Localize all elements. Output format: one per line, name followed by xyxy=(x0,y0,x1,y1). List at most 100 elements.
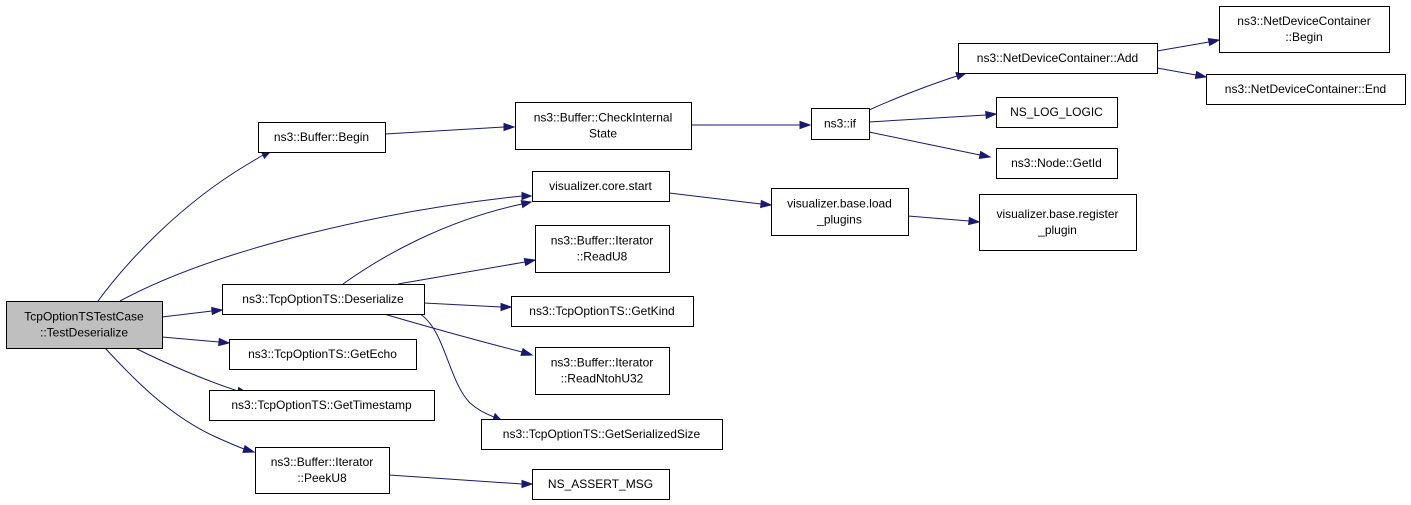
edge-line xyxy=(397,261,526,285)
node-ns-assert[interactable]: NS_ASSERT_MSG xyxy=(532,469,670,500)
node-label: ns3::Node::GetId xyxy=(1011,156,1102,170)
arrowhead-icon xyxy=(985,110,998,120)
node-box[interactable] xyxy=(771,188,909,236)
arrowhead-icon xyxy=(218,337,231,347)
node-label: NS_ASSERT_MSG xyxy=(548,477,653,491)
arrowhead-icon xyxy=(242,444,256,453)
node-label: visualizer.core.start xyxy=(549,179,652,193)
arrowhead-icon xyxy=(520,199,533,209)
node-viz-load[interactable]: visualizer.base.load _plugins xyxy=(771,188,909,236)
node-box[interactable] xyxy=(958,43,1158,74)
edge-line xyxy=(668,192,762,205)
node-label: _plugins xyxy=(816,213,862,227)
node-viz-register[interactable]: visualizer.base.register_plugin xyxy=(979,194,1137,251)
edge-ndc_add-to-ndc_begin xyxy=(1156,37,1221,52)
node-deserialize[interactable]: ns3::TcpOptionTS::Deserialize xyxy=(222,284,425,315)
node-ndc-end[interactable]: ns3::NetDeviceContainer::End xyxy=(1206,74,1406,105)
node-box[interactable] xyxy=(996,97,1118,128)
edge-root-to-viz_start xyxy=(119,191,533,302)
edge-ns3_if-to-ndc_add xyxy=(868,72,968,111)
node-box[interactable] xyxy=(532,469,670,500)
node-box[interactable] xyxy=(258,122,386,153)
node-label: ns3::TcpOptionTS::GetKind xyxy=(529,304,674,318)
node-label: visualizer.base.load xyxy=(787,197,892,211)
node-label: ns3::Buffer::Iterator xyxy=(271,455,374,469)
edge-line xyxy=(868,131,981,156)
arrowhead-icon xyxy=(521,479,534,489)
node-box[interactable] xyxy=(515,102,692,150)
node-label: ns3::NetDeviceContainer::End xyxy=(1225,82,1386,96)
node-label: ns3::TcpOptionTS::GetEcho xyxy=(248,347,397,361)
arrowhead-icon xyxy=(523,257,537,267)
node-box[interactable] xyxy=(481,419,723,450)
node-ns-log-logic[interactable]: NS_LOG_LOGIC xyxy=(996,97,1118,128)
edge-deserialize-to-readu8 xyxy=(397,257,537,285)
arrowhead-icon xyxy=(760,199,773,209)
nodes-layer: TcpOptionTSTestCase::TestDeserializens3:… xyxy=(6,6,1406,500)
edge-root-to-peeku8 xyxy=(104,347,256,453)
node-label: ns3::NetDeviceContainer::Add xyxy=(977,51,1138,65)
node-label: State xyxy=(589,127,617,141)
arrowhead-icon xyxy=(520,347,534,356)
node-label: ::TestDeserialize xyxy=(40,326,128,340)
node-ndc-add[interactable]: ns3::NetDeviceContainer::Add xyxy=(958,43,1158,74)
node-getkind[interactable]: ns3::TcpOptionTS::GetKind xyxy=(511,296,694,327)
edge-deserialize-to-viz_start xyxy=(342,199,533,285)
node-getserialized[interactable]: ns3::TcpOptionTS::GetSerializedSize xyxy=(481,419,723,450)
node-box[interactable] xyxy=(811,108,870,140)
node-box[interactable] xyxy=(511,296,694,327)
node-node-getid[interactable]: ns3::Node::GetId xyxy=(996,148,1118,179)
arrowhead-icon xyxy=(968,216,981,226)
node-label: ns3::Buffer::Iterator xyxy=(551,356,654,370)
node-box[interactable] xyxy=(229,339,417,370)
arrowhead-icon xyxy=(799,120,812,130)
node-box[interactable] xyxy=(979,194,1137,251)
edge-check_internal-to-ns3_if xyxy=(691,120,812,130)
node-root[interactable]: TcpOptionTSTestCase::TestDeserialize xyxy=(6,301,163,349)
node-readntohu32[interactable]: ns3::Buffer::Iterator::ReadNtohU32 xyxy=(535,347,670,395)
node-ndc-begin[interactable]: ns3::NetDeviceContainer::Begin xyxy=(1219,6,1390,53)
node-label: visualizer.base.register xyxy=(996,207,1118,221)
edge-peeku8-to-ns_assert xyxy=(388,474,534,489)
node-label: ns3::if xyxy=(824,117,857,131)
node-label: ns3::NetDeviceContainer xyxy=(1237,14,1370,28)
node-label: ns3::TcpOptionTS::GetTimestamp xyxy=(231,398,412,412)
node-label: NS_LOG_LOGIC xyxy=(1010,105,1103,119)
arrowhead-icon xyxy=(211,306,224,316)
node-box[interactable] xyxy=(532,171,670,202)
node-box[interactable] xyxy=(535,225,670,273)
edge-viz_start-to-viz_load xyxy=(668,192,773,209)
node-ns3-if[interactable]: ns3::if xyxy=(811,108,870,140)
node-box[interactable] xyxy=(255,447,390,494)
edge-line xyxy=(97,154,264,302)
node-box[interactable] xyxy=(222,284,425,315)
edge-line xyxy=(161,310,213,318)
node-readu8[interactable]: ns3::Buffer::Iterator::ReadU8 xyxy=(535,225,670,273)
edge-ns3_if-to-ns_log_logic xyxy=(868,110,998,123)
arrowhead-icon xyxy=(978,150,992,160)
node-getecho[interactable]: ns3::TcpOptionTS::GetEcho xyxy=(229,339,417,370)
node-box[interactable] xyxy=(996,148,1118,179)
node-box[interactable] xyxy=(6,301,163,349)
edge-line xyxy=(119,195,523,302)
arrowhead-icon xyxy=(1194,70,1208,80)
edge-line xyxy=(134,347,239,392)
edge-buffer_begin-to-check_internal xyxy=(384,122,516,135)
node-box[interactable] xyxy=(1206,74,1406,105)
arrowhead-icon xyxy=(1207,37,1221,47)
edge-ns3_if-to-node_getid xyxy=(868,131,992,160)
node-box[interactable] xyxy=(209,390,435,421)
node-label: ns3::Buffer::Iterator xyxy=(551,234,654,248)
node-box[interactable] xyxy=(535,347,670,395)
node-box[interactable] xyxy=(1219,6,1390,53)
edge-deserialize-to-readntohu32 xyxy=(383,313,534,356)
node-buffer-begin[interactable]: ns3::Buffer::Begin xyxy=(258,122,386,153)
edge-root-to-getecho xyxy=(161,336,231,347)
node-gettimestamp[interactable]: ns3::TcpOptionTS::GetTimestamp xyxy=(209,390,435,421)
node-peeku8[interactable]: ns3::Buffer::Iterator::PeekU8 xyxy=(255,447,390,494)
edge-line xyxy=(383,313,523,353)
node-label: ns3::TcpOptionTS::GetSerializedSize xyxy=(503,427,701,441)
node-viz-start[interactable]: visualizer.core.start xyxy=(532,171,670,202)
